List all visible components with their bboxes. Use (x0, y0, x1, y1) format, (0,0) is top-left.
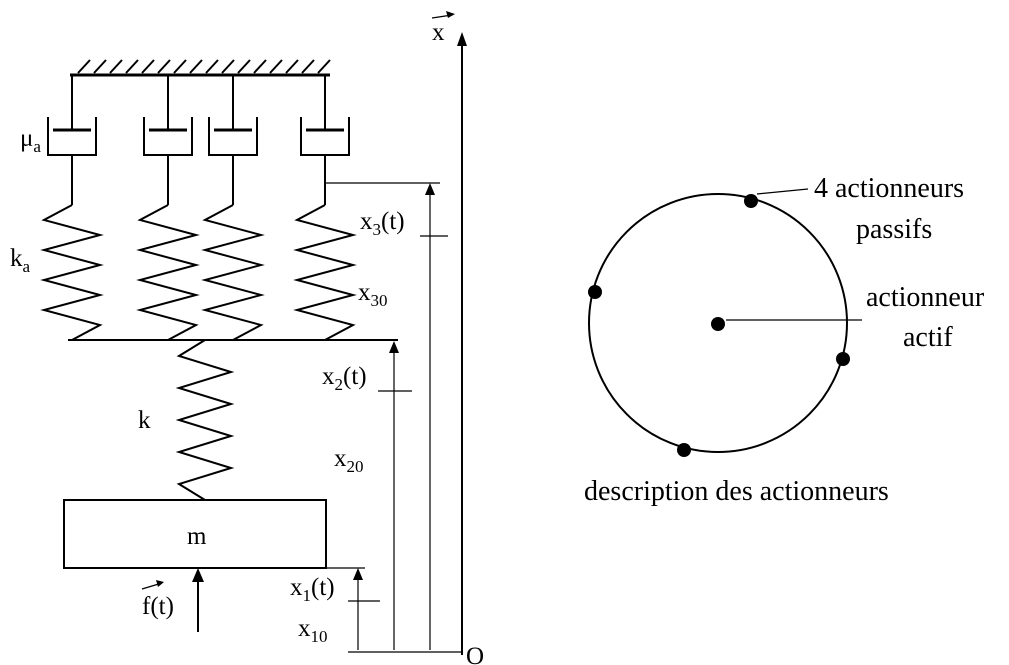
ceiling-hatch (125, 59, 139, 74)
ceiling-hatch (77, 59, 91, 74)
active-label-line1: actionneur (866, 282, 985, 313)
passive-label-line2: passifs (856, 214, 932, 245)
ka-spring (136, 204, 200, 341)
x-vector-arrow (431, 11, 455, 19)
x30-label: x30 (358, 279, 388, 310)
ceiling-hatch (317, 59, 331, 74)
x1-label: x1(t) (290, 574, 335, 605)
x2-label: x2(t) (322, 363, 367, 394)
passive-leader-line (756, 188, 809, 195)
active-label-line2: actif (903, 322, 953, 353)
ceiling-hatch (237, 59, 251, 74)
ceiling-hatch (189, 59, 203, 74)
ka-spring (201, 204, 265, 341)
x3-dimension (325, 182, 448, 650)
ceiling-hatch (141, 59, 155, 74)
ka-spring-label: ka (10, 245, 31, 276)
actuator-circle (588, 193, 848, 453)
force-vector-arrow (141, 580, 164, 590)
actuators-caption: description des actionneurs (584, 476, 889, 507)
mass-block (63, 499, 327, 569)
x2-dimension (378, 341, 412, 650)
passive-actuator-dot (588, 285, 602, 299)
axis-x-label: x (432, 19, 445, 46)
main-spring-k (175, 339, 235, 501)
passive-actuator-dot (744, 194, 758, 208)
damper (143, 110, 193, 205)
force-arrow (192, 568, 204, 632)
main-spring-label: k (138, 407, 151, 434)
damper (208, 110, 258, 205)
passive-actuator-dot (677, 443, 691, 457)
force-label: f(t) (142, 593, 174, 620)
fixed-ceiling (70, 59, 331, 77)
x20-label: x20 (334, 445, 364, 476)
ceiling-hatch (173, 59, 187, 74)
ceiling-hatch (301, 59, 315, 74)
x1-dimension (326, 567, 380, 650)
damper (300, 110, 350, 205)
damper-group (47, 110, 350, 205)
origin-label: O (466, 643, 484, 665)
x3-label: x3(t) (360, 208, 405, 239)
damper-label: μa (20, 125, 41, 156)
support-rods (71, 75, 326, 110)
ceiling-hatch (285, 59, 299, 74)
mass-label: m (187, 523, 207, 550)
x10-label: x10 (298, 615, 328, 646)
ceiling-hatch (205, 59, 219, 74)
ceiling-hatch (221, 59, 235, 74)
active-actuator-dot (711, 317, 725, 331)
ceiling-hatch (93, 59, 107, 74)
ceiling-hatch (253, 59, 267, 74)
damper (47, 110, 97, 205)
ceiling-hatch (109, 59, 123, 74)
ceiling-hatch (157, 59, 171, 74)
x-axis (457, 32, 467, 655)
ka-spring (40, 204, 104, 341)
passive-actuator-dot (836, 352, 850, 366)
ka-spring (293, 204, 357, 341)
ka-spring-group (40, 204, 357, 341)
ceiling-hatch (269, 59, 283, 74)
passive-label-line1: 4 actionneurs (814, 173, 964, 204)
